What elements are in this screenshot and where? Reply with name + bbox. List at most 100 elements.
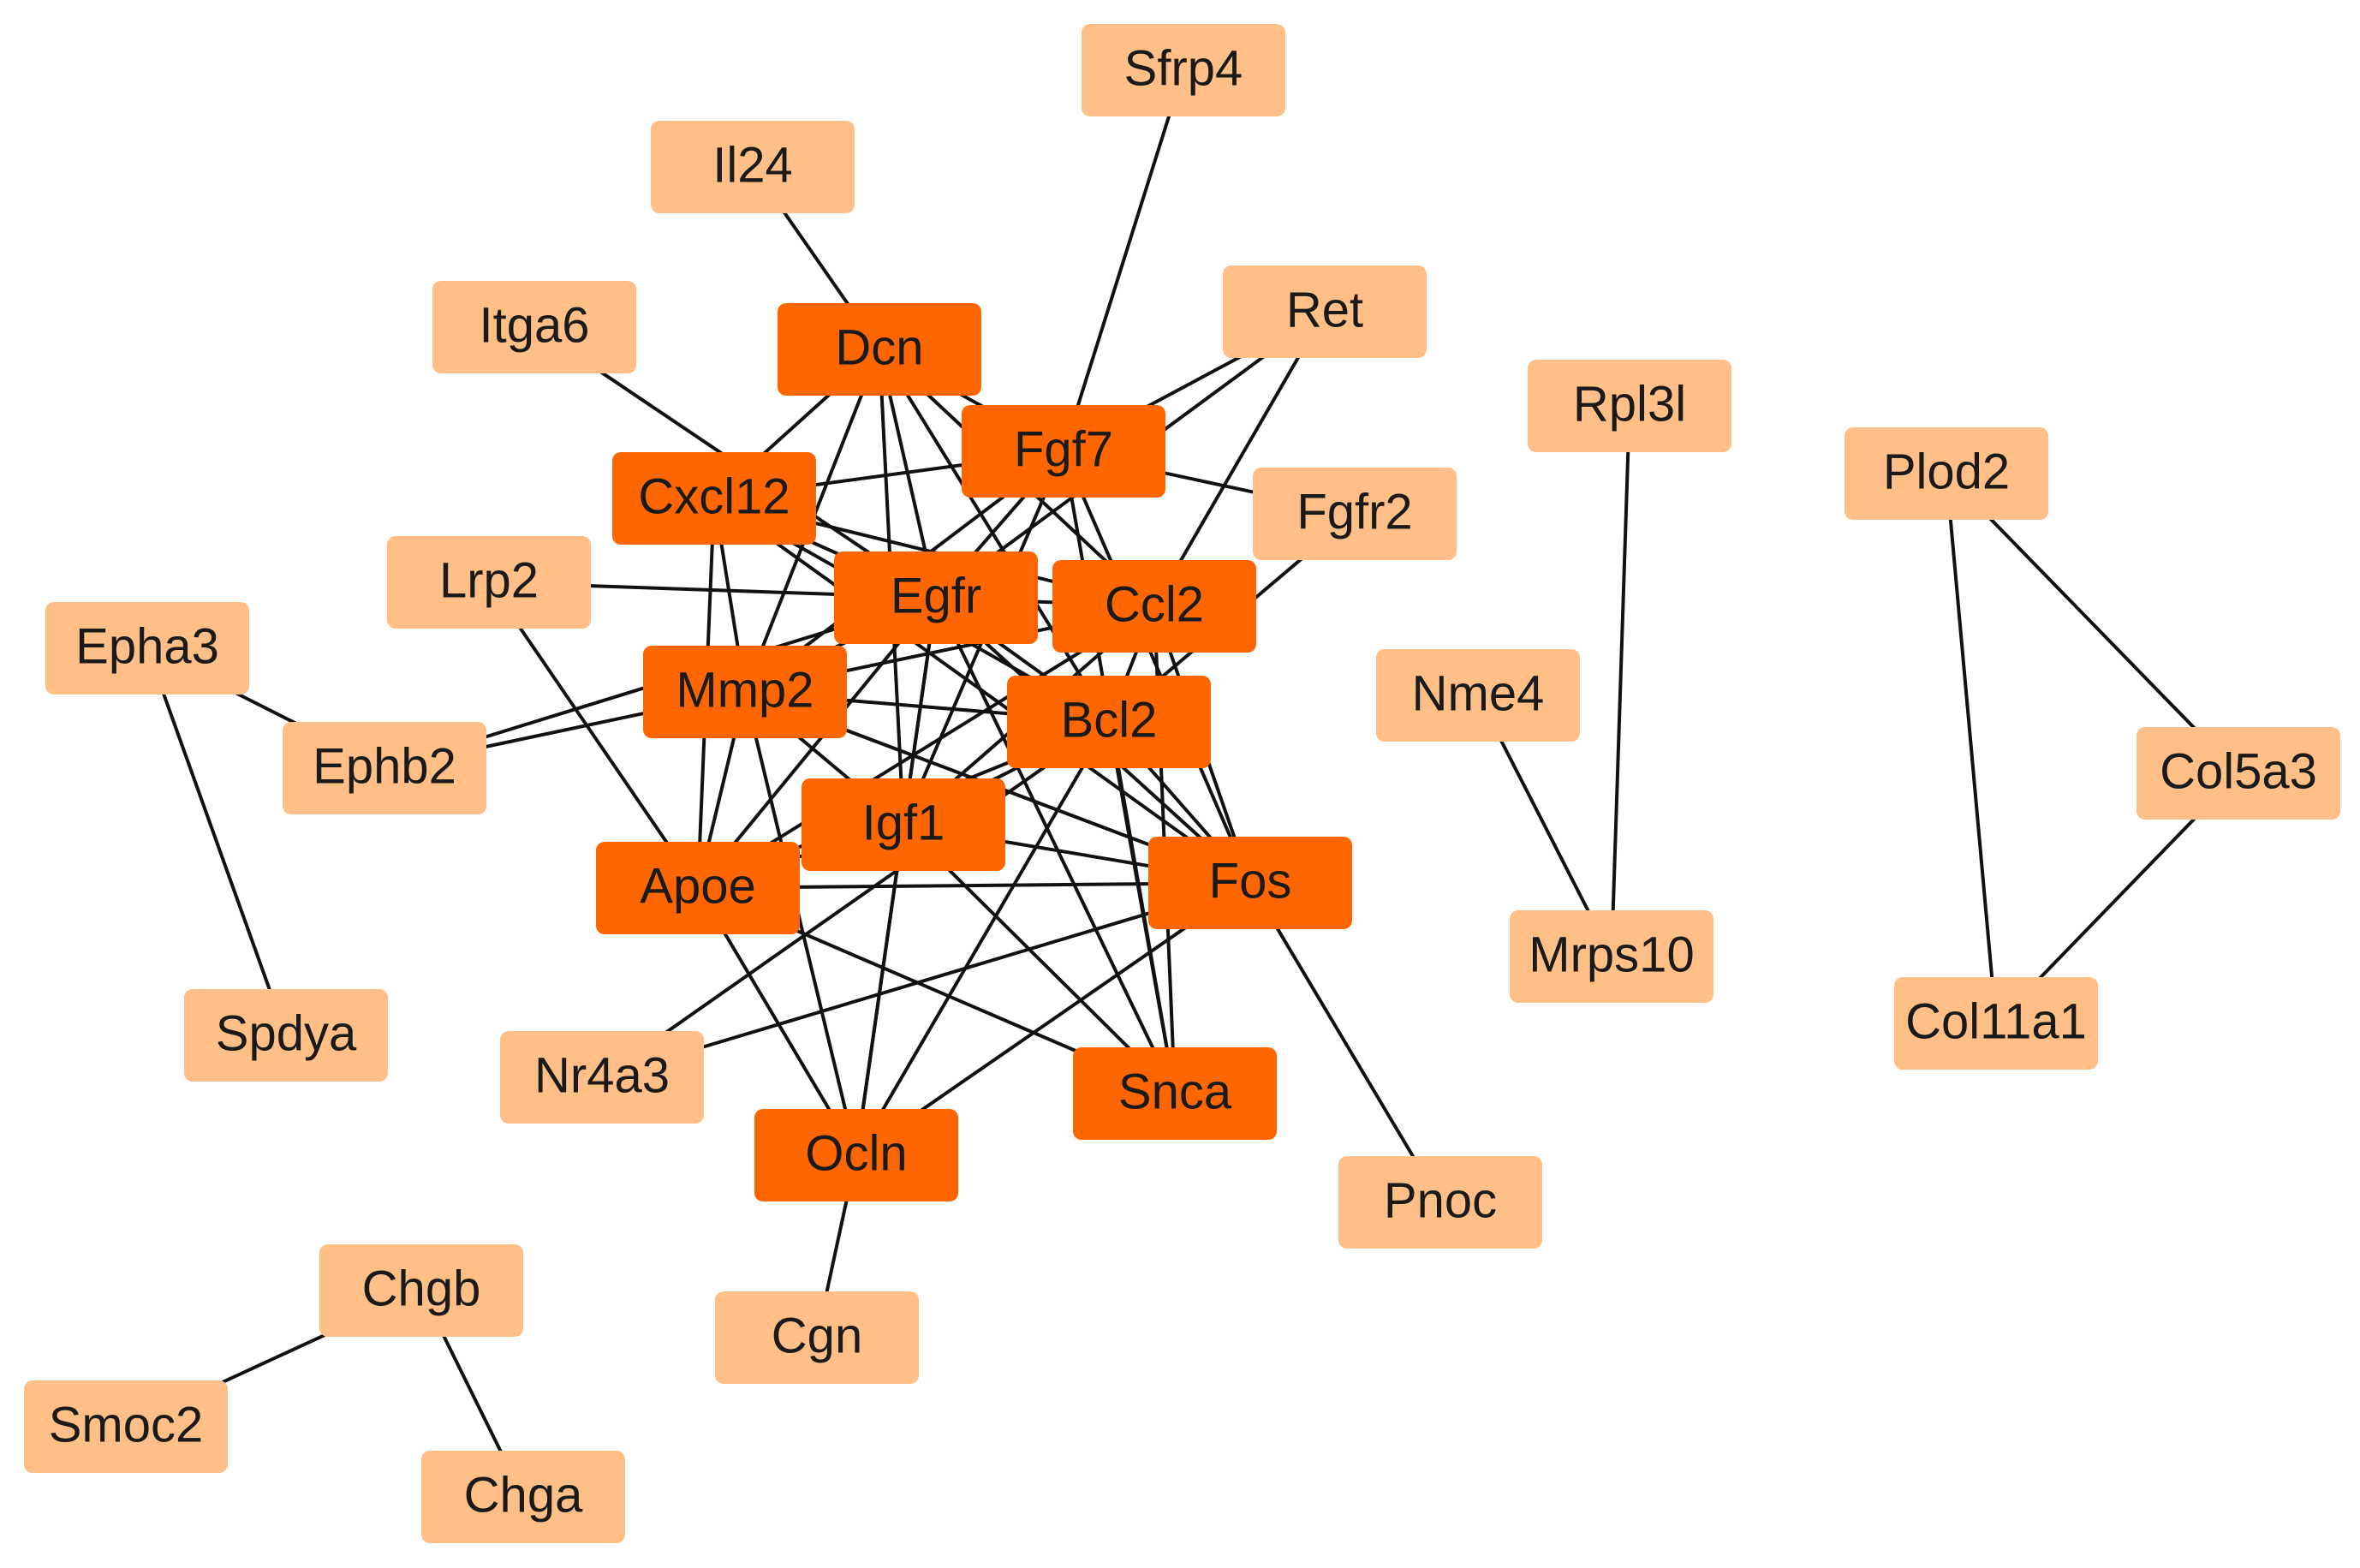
node-chgb: Chgb	[319, 1244, 523, 1337]
node-mmp2: Mmp2	[643, 646, 847, 738]
node-label-cxcl12: Cxcl12	[638, 468, 790, 524]
node-box-itga6	[432, 281, 636, 373]
node-box-ocln	[754, 1109, 958, 1201]
node-box-epha3	[45, 602, 249, 695]
node-label-nme4: Nme4	[1412, 665, 1545, 721]
node-box-lrp2	[387, 536, 591, 629]
node-label-dcn: Dcn	[835, 319, 923, 375]
edge-ret-ccl2	[1153, 310, 1326, 608]
node-box-pnoc	[1338, 1156, 1542, 1249]
edge-bcl2-ocln	[855, 720, 1111, 1157]
edge-epha3-spdya	[146, 647, 288, 1036]
edge-igf1-ocln	[855, 824, 905, 1156]
node-label-ephb2: Ephb2	[313, 738, 456, 794]
node-label-fgfr2: Fgfr2	[1296, 484, 1412, 540]
node-smoc2: Smoc2	[24, 1380, 228, 1473]
edge-lrp2-apoe	[487, 581, 700, 890]
node-ephb2: Ephb2	[283, 722, 486, 814]
node-box-smoc2	[24, 1380, 228, 1473]
node-box-snca	[1073, 1047, 1277, 1140]
node-box-igf1	[802, 778, 1005, 871]
node-label-egfr: Egfr	[891, 568, 981, 623]
node-snca: Snca	[1073, 1047, 1277, 1140]
node-label-fos: Fos	[1209, 853, 1292, 909]
node-label-igf1: Igf1	[862, 795, 945, 850]
node-box-nr4a3	[500, 1031, 704, 1124]
node-box-cxcl12	[612, 452, 816, 545]
node-egfr: Egfr	[834, 551, 1038, 644]
node-label-ret: Ret	[1286, 282, 1363, 337]
node-pnoc: Pnoc	[1338, 1156, 1542, 1249]
node-label-nr4a3: Nr4a3	[534, 1047, 670, 1103]
node-ret: Ret	[1223, 265, 1427, 358]
node-fos: Fos	[1148, 837, 1352, 929]
node-fgf7: Fgf7	[962, 405, 1165, 498]
node-box-il24	[651, 121, 855, 213]
node-label-fgf7: Fgf7	[1014, 421, 1113, 477]
node-label-ocln: Ocln	[805, 1125, 907, 1181]
node-igf1: Igf1	[802, 778, 1005, 871]
node-il24: Il24	[651, 121, 855, 213]
node-box-sfrp4	[1082, 24, 1285, 116]
node-label-spdya: Spdya	[216, 1005, 357, 1061]
edge-plod2-col5a3	[1945, 472, 2240, 775]
node-box-ccl2	[1052, 560, 1256, 653]
node-box-fgfr2	[1253, 468, 1457, 560]
node-label-mmp2: Mmp2	[676, 662, 813, 718]
node-box-mmp2	[643, 646, 847, 738]
node-label-lrp2: Lrp2	[439, 552, 539, 608]
node-label-chga: Chga	[464, 1467, 583, 1523]
node-label-plod2: Plod2	[1883, 444, 2010, 499]
node-label-itga6: Itga6	[480, 297, 590, 353]
node-box-egfr	[834, 551, 1038, 644]
edge-ccl2-apoe	[696, 605, 1156, 890]
node-label-cgn: Cgn	[772, 1308, 862, 1363]
node-apoe: Apoe	[596, 842, 800, 934]
node-label-col5a3: Col5a3	[2160, 743, 2317, 799]
node-label-bcl2: Bcl2	[1061, 692, 1158, 748]
node-dcn: Dcn	[778, 303, 981, 396]
node-lrp2: Lrp2	[387, 536, 591, 629]
node-col11a1: Col11a1	[1894, 977, 2098, 1070]
node-spdya: Spdya	[184, 989, 388, 1082]
node-ccl2: Ccl2	[1052, 560, 1256, 653]
node-box-dcn	[778, 303, 981, 396]
node-box-ret	[1223, 265, 1427, 358]
node-box-bcl2	[1007, 676, 1211, 768]
node-cxcl12: Cxcl12	[612, 452, 816, 545]
node-box-cgn	[715, 1291, 919, 1384]
edge-sfrp4-fgf7	[1062, 69, 1185, 452]
node-label-col11a1: Col11a1	[1905, 993, 2087, 1049]
node-label-chgb: Chgb	[362, 1261, 481, 1316]
node-box-apoe	[596, 842, 800, 934]
node-nr4a3: Nr4a3	[500, 1031, 704, 1124]
node-chga: Chga	[421, 1451, 625, 1543]
node-rpl3l: Rpl3l	[1528, 360, 1731, 452]
node-label-snca: Snca	[1118, 1064, 1232, 1119]
node-box-ephb2	[283, 722, 486, 814]
node-fgfr2: Fgfr2	[1253, 468, 1457, 560]
edge-nr4a3-bcl2	[600, 720, 1111, 1079]
node-box-fgf7	[962, 405, 1165, 498]
node-sfrp4: Sfrp4	[1082, 24, 1285, 116]
node-box-mrps10	[1510, 910, 1713, 1003]
node-box-fos	[1148, 837, 1352, 929]
node-box-nme4	[1376, 649, 1580, 742]
node-box-plod2	[1844, 427, 2048, 520]
node-box-spdya	[184, 989, 388, 1082]
node-label-il24: Il24	[712, 137, 793, 193]
node-col5a3: Col5a3	[2137, 727, 2340, 820]
edge-mmp2-ocln	[743, 691, 858, 1156]
node-label-pnoc: Pnoc	[1384, 1172, 1497, 1228]
edge-plod2-col11a1	[1945, 473, 1998, 1024]
node-itga6: Itga6	[432, 281, 636, 373]
edge-rpl3l-mrps10	[1610, 405, 1631, 957]
node-label-epha3: Epha3	[75, 618, 219, 674]
node-label-rpl3l: Rpl3l	[1573, 376, 1686, 432]
node-label-smoc2: Smoc2	[49, 1397, 204, 1452]
node-bcl2: Bcl2	[1007, 676, 1211, 768]
edge-bcl2-snca	[1107, 721, 1177, 1094]
node-nme4: Nme4	[1376, 649, 1580, 742]
